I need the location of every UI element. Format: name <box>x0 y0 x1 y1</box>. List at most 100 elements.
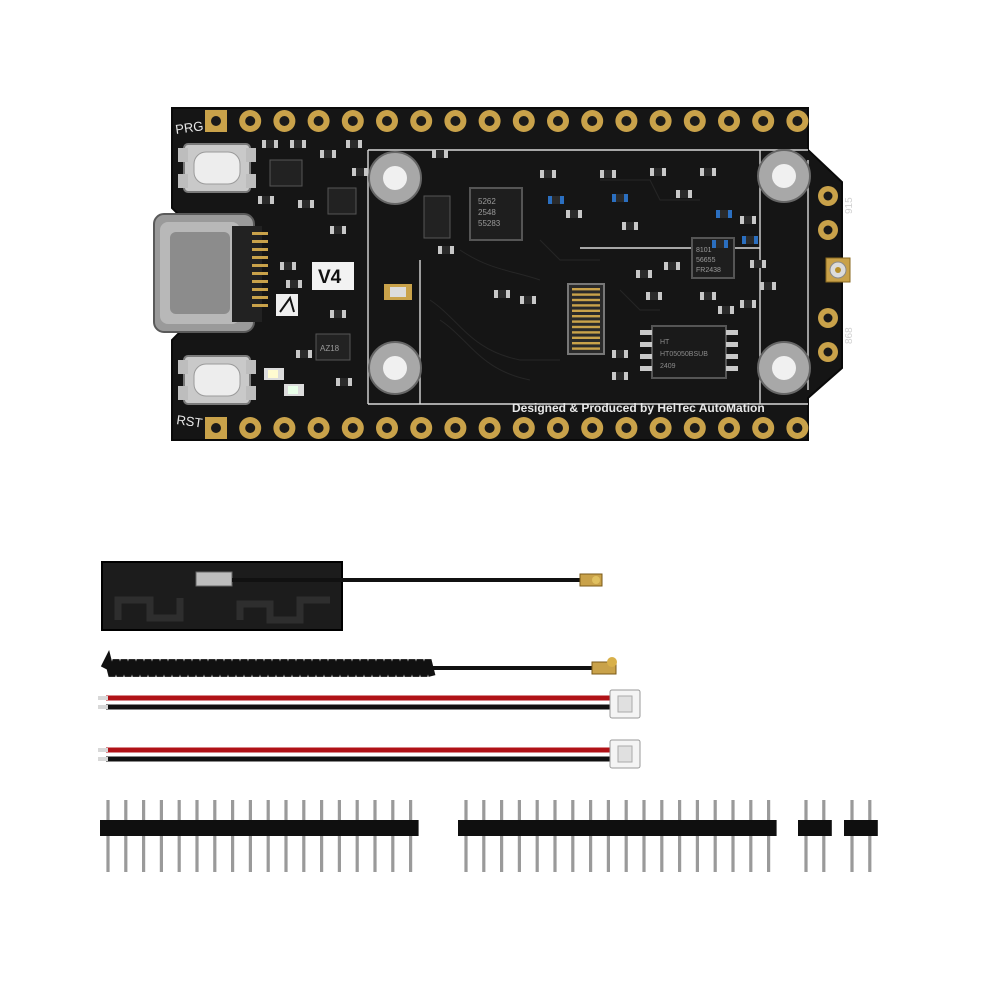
header-pad <box>752 110 775 132</box>
credit-text: Designed & Produced by HelTec AutoMation <box>512 401 765 415</box>
smd-component <box>262 140 278 148</box>
smd-component <box>432 150 448 158</box>
small-chips: AZ18 <box>269 159 451 361</box>
pin-header <box>100 800 419 872</box>
ufl-connector <box>825 257 851 283</box>
header-pad <box>239 417 262 439</box>
fpc-pin <box>572 336 600 339</box>
side-pad <box>818 308 838 328</box>
svg-text:HT: HT <box>660 339 670 346</box>
spring-coil <box>100 649 436 677</box>
svg-text:HT05050BSUB: HT05050BSUB <box>660 351 708 358</box>
side-pin-column <box>818 186 838 362</box>
header-body <box>100 820 419 836</box>
header-pad <box>444 417 467 439</box>
svg-text:AZ18: AZ18 <box>320 344 340 353</box>
fpc-pin <box>572 298 600 302</box>
svg-text:2409: 2409 <box>660 363 676 370</box>
pin-headers <box>100 800 878 872</box>
header-pad <box>786 417 809 439</box>
header-pad <box>718 110 740 132</box>
header-pad <box>683 110 706 132</box>
top-pin-row <box>205 110 809 132</box>
svg-text:56655: 56655 <box>696 257 716 264</box>
smd-component <box>676 190 692 198</box>
smd-component <box>612 350 628 358</box>
header-pad <box>581 417 604 439</box>
svg-text:5262: 5262 <box>478 197 496 206</box>
smd-component <box>622 222 638 230</box>
version-badge: V4 <box>312 262 354 290</box>
status-leds <box>264 368 304 396</box>
side-pad <box>818 220 838 240</box>
header-pad <box>341 417 364 439</box>
flat-pcb-antenna <box>101 561 603 631</box>
smd-component <box>336 378 352 386</box>
smd-component <box>716 210 732 218</box>
smd-component <box>258 196 274 204</box>
header-pad <box>205 417 227 439</box>
header-pad <box>307 110 330 132</box>
passive-components <box>258 140 776 386</box>
smd-component <box>290 140 306 148</box>
smd-component <box>636 270 652 278</box>
header-pad <box>547 417 569 439</box>
smd-component <box>280 262 296 270</box>
svg-text:55283: 55283 <box>478 219 501 228</box>
smd-component <box>346 140 362 148</box>
smd-component <box>740 300 756 308</box>
battery-cable-top <box>98 689 641 719</box>
smd-component <box>612 194 628 202</box>
smd-component <box>286 280 302 288</box>
header-pad <box>786 110 809 132</box>
header-pad <box>752 417 775 439</box>
smd-component <box>352 168 368 176</box>
smd-component <box>600 170 616 178</box>
header-pad <box>376 417 398 439</box>
rst-button <box>178 355 256 405</box>
header-pad <box>307 417 330 439</box>
side-pad <box>818 186 838 206</box>
smd-component <box>700 168 716 176</box>
smd-component <box>330 226 346 234</box>
version-label: V4 <box>318 267 342 288</box>
rst-label: RST <box>176 412 204 430</box>
header-pad <box>718 417 740 439</box>
pcb-traces <box>429 179 700 381</box>
header-pad <box>205 110 227 132</box>
bottom-pin-row <box>205 417 809 439</box>
fpc-pin <box>572 315 600 318</box>
smd-component <box>320 150 336 158</box>
svg-text:FR2438: FR2438 <box>696 267 721 274</box>
fpc-connector <box>567 283 605 355</box>
smd-component <box>494 290 510 298</box>
header-pad <box>478 110 501 132</box>
smd-component <box>750 260 766 268</box>
smd-component <box>520 296 536 304</box>
pcb-board: PRG RST V4 5262 2548 55283 8101 56655 FR… <box>153 107 855 441</box>
smd-component <box>548 196 564 204</box>
fpc-pin <box>572 320 600 323</box>
pin-header <box>844 800 878 872</box>
svg-text:2548: 2548 <box>478 208 496 217</box>
header-body <box>798 820 832 836</box>
spring-antenna <box>100 649 617 677</box>
flash-chip: HT HT05050BSUB 2409 <box>640 325 738 379</box>
battery-cable-bottom <box>98 739 641 769</box>
band-915-label: 915 <box>844 197 855 214</box>
pin-header <box>798 800 832 872</box>
mounting-holes <box>368 149 811 395</box>
header-pad <box>341 110 364 132</box>
header-pad <box>410 110 433 132</box>
header-pad <box>376 110 398 132</box>
header-pad <box>273 417 296 439</box>
prg-button <box>178 143 256 193</box>
header-pad <box>649 417 672 439</box>
band-868-label: 868 <box>844 327 855 344</box>
pin-header <box>458 800 777 872</box>
fpc-pin <box>572 304 600 307</box>
smd-component <box>760 282 776 290</box>
fpc-pin <box>572 309 600 312</box>
smd-component <box>718 306 734 314</box>
